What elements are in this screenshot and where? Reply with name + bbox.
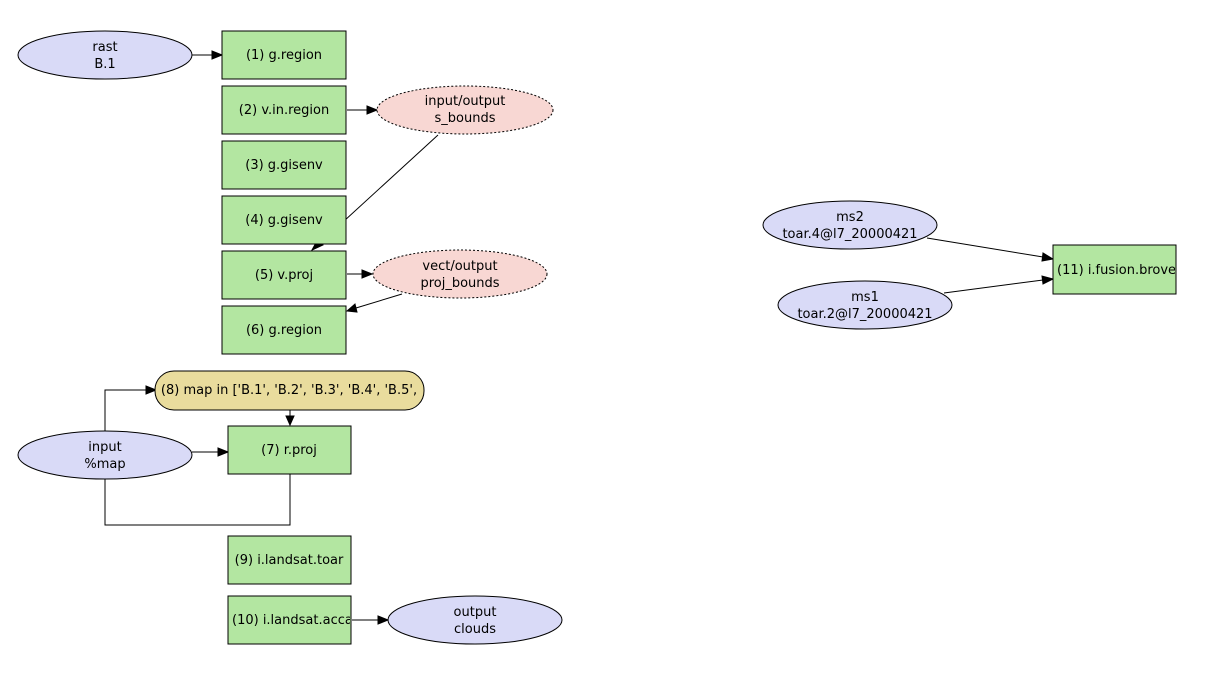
node-label: (6) g.region — [246, 323, 322, 338]
node-label: input/output — [425, 94, 506, 109]
node-label: %map — [84, 457, 125, 472]
node-label: toar.2@l7_20000421 — [797, 307, 932, 322]
edge-proj-bounds-to-g-region-6 — [345, 293, 403, 313]
node-g-region-1[interactable]: (1) g.region — [221, 30, 347, 80]
node-label: rast — [92, 40, 117, 55]
node-i-landsat-toar-9[interactable]: (9) i.landsat.toar — [227, 535, 352, 585]
node-label: (7) r.proj — [261, 443, 317, 458]
node-label: output — [454, 605, 497, 620]
node-input-rast[interactable]: rast B.1 — [17, 30, 193, 80]
node-label: toar.4@l7_20000421 — [782, 227, 917, 242]
edge-r-proj-loop-back — [104, 385, 291, 526]
node-i-fusion-brovey-11[interactable]: (11) i.fusion.brovey — [1052, 244, 1184, 295]
node-loop-8[interactable]: (8) map in ['B.1', 'B.2', 'B.3', 'B.4', … — [154, 370, 425, 411]
node-label: (1) g.region — [246, 48, 322, 63]
node-label: input — [88, 440, 121, 455]
node-label: (9) i.landsat.toar — [235, 553, 344, 568]
node-label: clouds — [454, 622, 496, 637]
node-g-gisenv-3[interactable]: (3) g.gisenv — [221, 140, 347, 190]
node-label: (4) g.gisenv — [245, 213, 323, 228]
node-label: ms1 — [851, 290, 879, 305]
node-input-map[interactable]: input %map — [17, 430, 193, 480]
node-label: (8) map in ['B.1', 'B.2', 'B.3', 'B.4', … — [161, 383, 417, 398]
edge-loop-to-r-proj — [285, 410, 295, 427]
node-label: proj_bounds — [420, 276, 499, 291]
node-label: (5) v.proj — [255, 268, 313, 283]
node-g-gisenv-4[interactable]: (4) g.gisenv — [221, 195, 347, 245]
node-v-in-region-2[interactable]: (2) v.in.region — [221, 85, 347, 135]
edge-v-proj-to-proj-bounds — [347, 269, 374, 279]
node-output-clouds[interactable]: output clouds — [387, 595, 563, 645]
node-label: (10) i.landsat.acca — [232, 613, 353, 628]
node-vect-proj-bounds[interactable]: vect/output proj_bounds — [372, 249, 548, 299]
edge-acca-to-clouds — [352, 615, 390, 625]
edge-v-in-region-to-s-bounds — [347, 105, 379, 115]
node-ms1[interactable]: ms1 toar.2@l7_20000421 — [777, 280, 953, 330]
node-label: (11) i.fusion.brovey — [1057, 263, 1184, 278]
node-label: vect/output — [422, 259, 497, 274]
node-r-proj-7[interactable]: (7) r.proj — [227, 425, 352, 475]
edge-ms2-to-brovey — [926, 237, 1055, 262]
edge-rast-to-g-region-1 — [192, 50, 224, 60]
node-label: (2) v.in.region — [239, 103, 329, 118]
node-label: s_bounds — [435, 111, 496, 126]
node-io-s-bounds[interactable]: input/output s_bounds — [376, 85, 554, 135]
node-v-proj-5[interactable]: (5) v.proj — [221, 250, 347, 300]
node-g-region-6[interactable]: (6) g.region — [221, 305, 347, 355]
node-label: B.1 — [94, 57, 115, 72]
edge-input-map-to-r-proj — [192, 447, 230, 457]
node-label: (3) g.gisenv — [245, 158, 323, 173]
node-label: ms2 — [836, 210, 864, 225]
edge-ms1-to-brovey — [943, 275, 1055, 294]
node-i-landsat-acca-10[interactable]: (10) i.landsat.acca — [227, 595, 353, 645]
node-ms2[interactable]: ms2 toar.4@l7_20000421 — [762, 200, 938, 250]
